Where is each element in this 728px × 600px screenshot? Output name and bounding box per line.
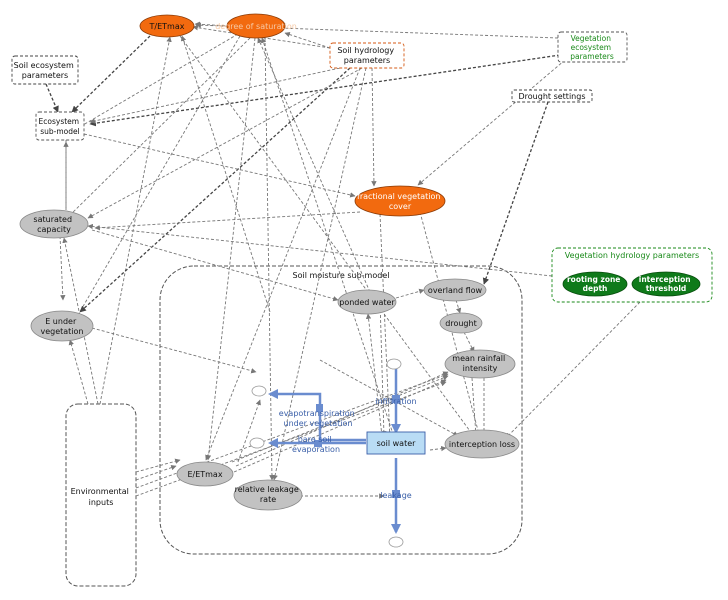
vegetation-ecosystem-parameters-node[interactable]: Vegetation ecosystem parameters [557,31,628,63]
fractional-vegetation-cover-node[interactable]: fractional vegetation cover [354,185,446,217]
interception-threshold-label: interception threshold [639,275,693,293]
vegetation-hydrology-parameters-node[interactable]: Vegetation hydrology parameters rooting … [551,247,713,303]
bare-soil-evaporation-flow-label: bare soil evaporation [292,435,340,454]
mean-rainfall-intensity-label: mean rainfall intensity [452,354,507,373]
drought-node[interactable]: drought [439,312,483,334]
drought-settings-node[interactable]: Drought settings [511,89,593,103]
ponded-water-node[interactable]: ponded water [337,289,397,315]
interception-loss-label: interception loss [449,440,515,449]
bare-soil-evaporation-valve [314,440,322,447]
relative-leakage-rate-label: relative leakage rate [235,485,302,504]
environmental-inputs-label: Environmental inputs [71,487,132,507]
saturated-capacity-label: saturated capacity [33,215,74,234]
e-etmax-label: E/ETmax [187,470,222,479]
leakage-valve [392,490,400,498]
vegetation-hydrology-parameters-label: Vegetation hydrology parameters [565,251,699,260]
e-under-vegetation-node[interactable]: E under vegetation [30,310,94,342]
drought-label: drought [445,319,476,328]
soil-water-stock[interactable]: soil water [366,431,426,455]
soil-ecosystem-parameters-label: Soil ecosystem parameters [14,61,77,80]
interception-loss-node[interactable]: interception loss [444,429,520,459]
mean-rainfall-intensity-node[interactable]: mean rainfall intensity [444,349,516,379]
drought-settings-label: Drought settings [519,92,586,101]
soil-hydrology-parameters-node[interactable]: Soil hydrology parameters [329,42,405,69]
e-etmax-node[interactable]: E/ETmax [176,461,234,487]
degree-of-saturation-node[interactable]: degree of saturation [215,13,297,39]
flow-valves [314,395,400,498]
clouds [249,358,404,548]
overland-flow-node[interactable]: overland flow [423,278,487,302]
evapotranspiration-valve [316,404,323,412]
interception-threshold-node[interactable]: interception threshold [631,271,701,297]
rooting-zone-depth-node[interactable]: rooting zone depth [562,271,628,297]
soil-ecosystem-parameters-node[interactable]: Soil ecosystem parameters [11,55,79,85]
soil-moisture-submodel-label: Soil moisture sub-model [293,271,390,280]
leakage-flow-label: leakage [380,491,412,500]
infiltration-valve [392,395,400,403]
leakage-sink-cloud [388,536,404,548]
evapotranspiration-sink-cloud [251,385,267,397]
vegetation-ecosystem-parameters-label: Vegetation ecosystem parameters [570,34,614,61]
ecosystem-submodel-label: Ecosystem sub-model [39,117,82,136]
ecosystem-submodel-node[interactable]: Ecosystem sub-model [35,111,85,141]
evaporation-sink-cloud [249,437,265,449]
relative-leakage-rate-node[interactable]: relative leakage rate [233,479,303,511]
fractional-vegetation-cover-label: fractional vegetation cover [357,192,443,211]
infiltration-source-cloud [386,358,402,370]
soil-water-label: soil water [377,439,417,448]
soil-moisture-submodel-box [159,265,523,555]
infiltration-flow-label: infiltration [375,397,416,406]
rooting-zone-depth-label: rooting zone depth [567,275,623,293]
t-etmax-label: T/ETmax [149,22,185,31]
e-under-vegetation-label: E under vegetation [40,317,83,336]
t-etmax-node[interactable]: T/ETmax [139,14,195,38]
overland-flow-label: overland flow [428,286,483,295]
soil-hydrology-parameters-label: Soil hydrology parameters [337,46,396,65]
degree-of-saturation-label: degree of saturation [215,22,297,31]
environmental-inputs-box [65,403,137,587]
ponded-water-label: ponded water [339,298,395,307]
saturated-capacity-node[interactable]: saturated capacity [19,209,89,239]
evapotranspiration-flow-label: evapotranspiration under vegetation [279,409,357,428]
